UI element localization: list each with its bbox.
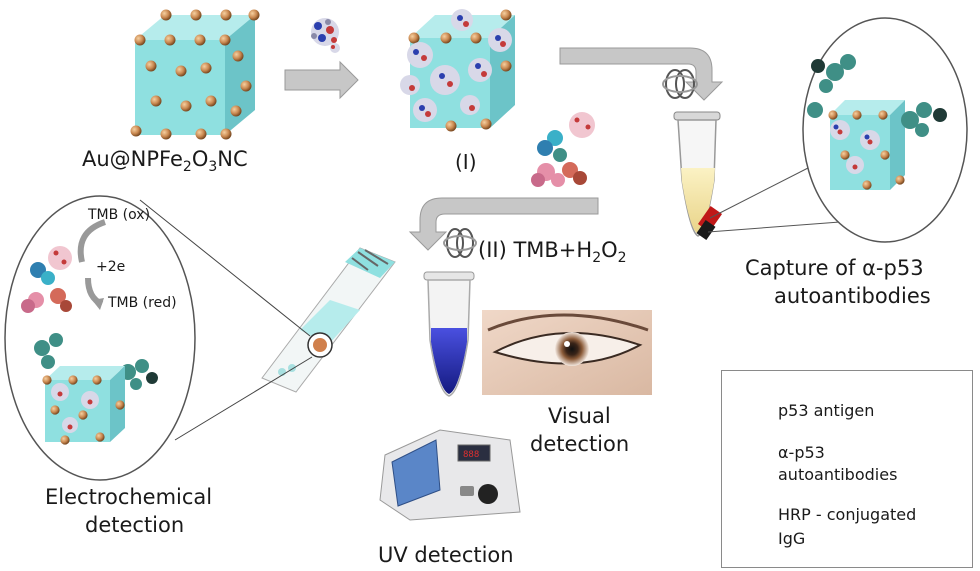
legend-item-autoantibody-line-2: autoantibodies: [778, 465, 898, 484]
electrochemical-label-line-1: Electrochemical: [45, 485, 213, 509]
eye-photo: [482, 310, 652, 395]
svg-text:888: 888: [463, 450, 479, 460]
nanocube-icon: [130, 9, 260, 140]
capture-tube-icon: [673, 111, 723, 240]
legend-item-p53-antigen: p53 antigen: [778, 401, 875, 420]
antigen-coated-nanocube-icon: [400, 9, 515, 132]
tmb-ox-label: TMB (ox): [88, 207, 151, 223]
uv-spectrophotometer-icon: 888: [379, 429, 521, 521]
tmb-tube-icon: [423, 271, 475, 397]
arrow-1: [284, 60, 359, 100]
legend-item-hrp-line-1: HRP - conjugated: [778, 505, 917, 524]
visual-label-line-2: detection: [530, 432, 630, 456]
arrow-2: [559, 47, 724, 101]
legend: p53 antigen α-p53 autoantibodies HRP - c…: [721, 370, 973, 568]
electrode-zoom-circle: [4, 195, 313, 481]
legend-item-hrp-line-2: IgG: [778, 529, 806, 548]
capture-label-line-1: Capture of α-p53: [745, 256, 924, 280]
nanocube-label: Au@NPFe2O3NC: [82, 147, 248, 176]
electrochemical-label-line-2: detection: [85, 513, 185, 537]
tmb-red-label: TMB (red): [108, 295, 177, 311]
test-strip-icon: [261, 247, 396, 393]
step-1-label: (I): [455, 150, 477, 174]
p53-antigen-icon: [311, 18, 340, 53]
capture-zoom-circle: [707, 17, 968, 243]
magnet-ring-icon: [662, 69, 698, 99]
magnet-ring-icon-2: [443, 228, 477, 258]
visual-label-line-1: Visual: [548, 404, 611, 428]
arrow-3: [408, 197, 599, 251]
capture-label-line-2: autoantibodies: [774, 284, 931, 308]
step-2-label: (II) TMB+H2O2: [478, 238, 627, 267]
legend-item-autoantibody-line-1: α-p53: [778, 443, 825, 462]
uv-label: UV detection: [378, 543, 514, 567]
plus-2e-label: +2e: [96, 259, 126, 275]
hrp-igg-cluster-icon: [531, 112, 595, 187]
